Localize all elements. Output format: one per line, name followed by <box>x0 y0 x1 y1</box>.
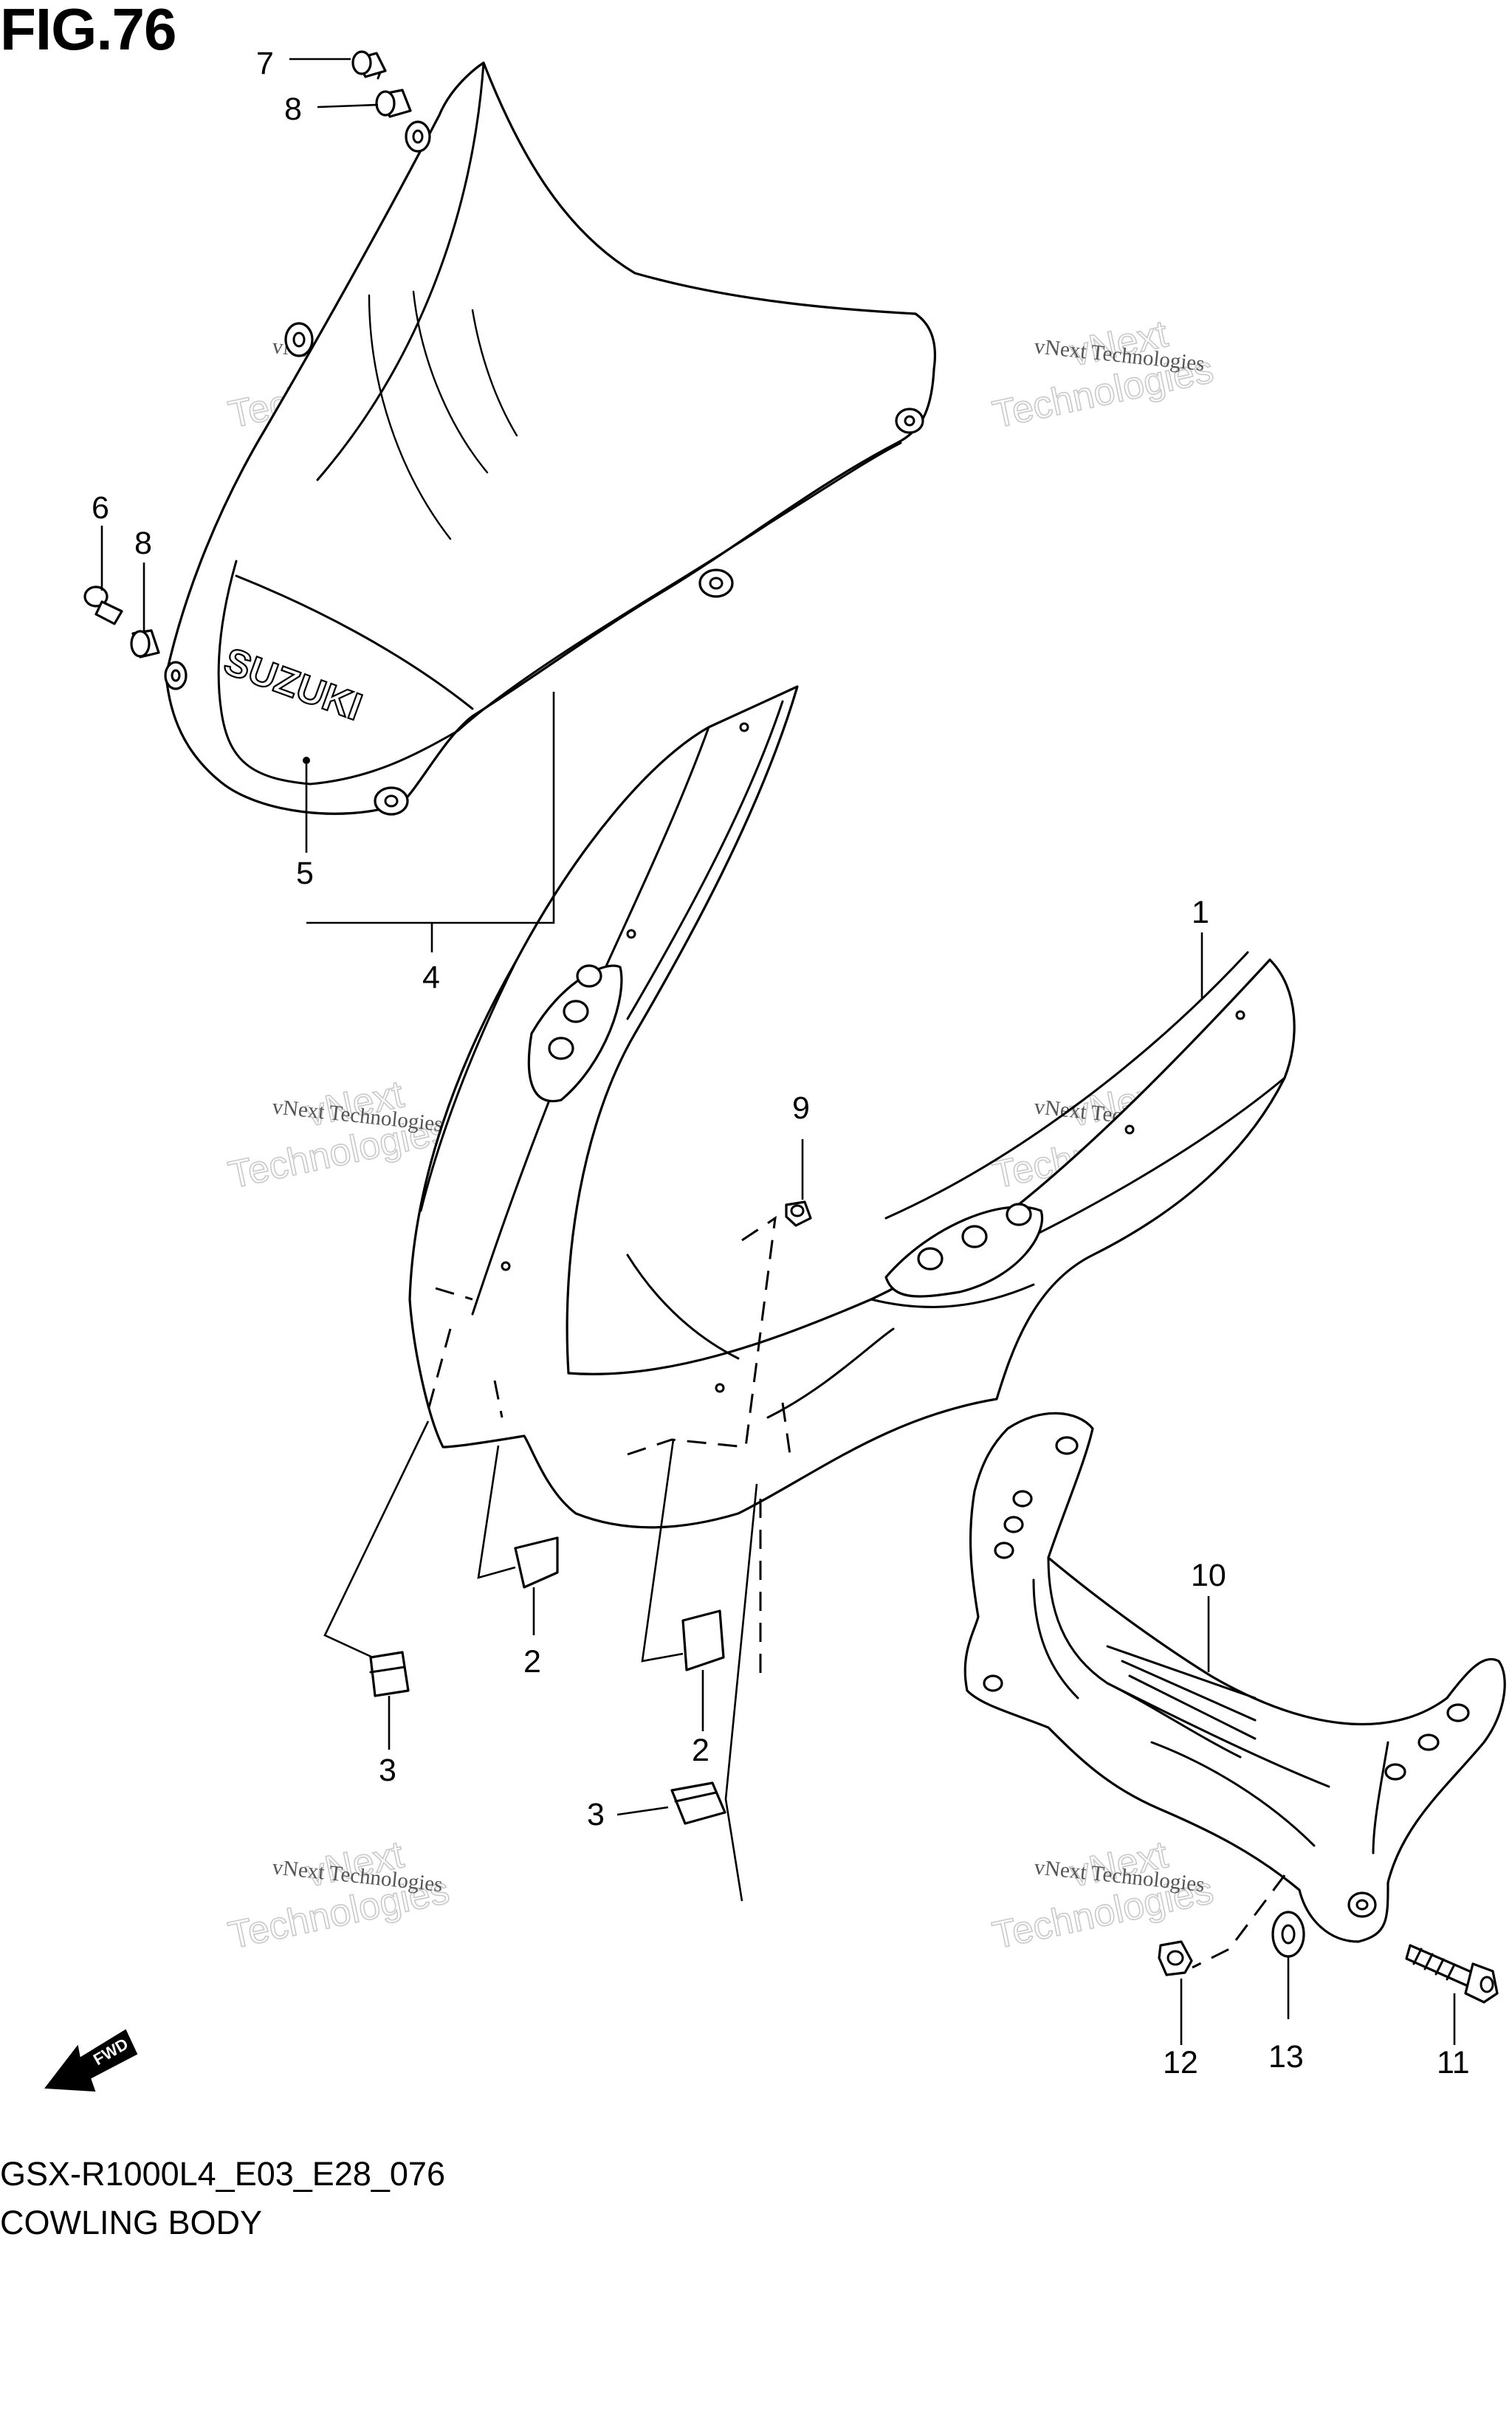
figure-name: COWLING BODY <box>0 2204 263 2241</box>
cushion-part-3-left <box>369 1651 410 1697</box>
callout-2-left: 2 <box>523 1644 541 1680</box>
grommet-part-8-top <box>375 89 412 118</box>
callout-7: 7 <box>256 46 274 81</box>
callout-3-right: 3 <box>587 1797 605 1832</box>
callout-8-left: 8 <box>134 526 152 561</box>
screw-part-6 <box>83 585 123 625</box>
watermark-top-right: vNext Technologies <box>989 312 1218 437</box>
callout-3-left: 3 <box>379 1753 396 1788</box>
cushion-part-3-right <box>670 1781 726 1825</box>
bolt-part-11 <box>1405 1944 1499 2004</box>
washer-part-13 <box>1271 1911 1305 1958</box>
nut-part-12 <box>1158 1940 1193 1976</box>
callout-12: 12 <box>1163 2045 1198 2080</box>
leader-lines <box>100 58 1456 2045</box>
callout-5: 5 <box>296 856 314 891</box>
callout-4: 4 <box>422 960 440 995</box>
grommet-part-8-left <box>130 629 160 659</box>
cushion-part-2-right <box>681 1609 725 1671</box>
figure-title: FIG.76 <box>0 0 177 62</box>
cushion-part-2-left <box>514 1536 559 1589</box>
callout-6: 6 <box>92 490 109 526</box>
screw-part-7 <box>351 50 387 80</box>
windscreen-part-4: SUZUKI <box>164 61 937 816</box>
callout-1: 1 <box>1192 895 1209 930</box>
callout-11: 11 <box>1437 2045 1470 2080</box>
callout-9: 9 <box>792 1090 810 1126</box>
callout-13: 13 <box>1268 2039 1304 2075</box>
cowling-body-part-1 <box>408 685 1296 1529</box>
figure-code: GSX-R1000L4_E03_E28_076 <box>0 2155 445 2193</box>
bracket-part-10 <box>963 1412 1506 1943</box>
callout-2-right: 2 <box>692 1733 709 1768</box>
forward-direction-arrow-icon: FWD <box>44 2029 138 2092</box>
callout-8-top: 8 <box>284 92 302 127</box>
nut-part-9 <box>785 1200 812 1227</box>
callout-10: 10 <box>1191 1558 1226 1593</box>
